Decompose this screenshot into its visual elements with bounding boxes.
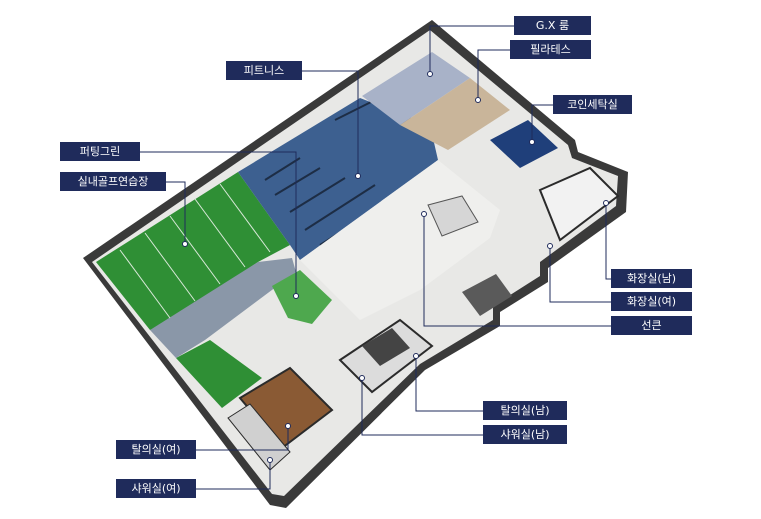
label-shower-men: 샤워실(남) bbox=[483, 425, 567, 444]
indoor-golf-area bbox=[96, 172, 290, 330]
leader-gx-room bbox=[429, 25, 514, 74]
leader-pilates bbox=[477, 49, 510, 100]
coin-laundry-area bbox=[490, 120, 558, 168]
restroom-area bbox=[538, 166, 620, 242]
leader-locker-women bbox=[196, 426, 289, 451]
leader-shower-men bbox=[361, 378, 483, 436]
label-putting-green: 퍼팅그린 bbox=[60, 142, 140, 161]
label-shower-women: 샤워실(여) bbox=[116, 479, 196, 498]
leader-locker-men bbox=[415, 356, 483, 412]
leader-restroom-men bbox=[605, 203, 611, 280]
golf-bays bbox=[119, 183, 271, 319]
womens-shower-area bbox=[227, 403, 291, 471]
building-floor-plan bbox=[83, 20, 628, 508]
label-restroom-men: 화장실(남) bbox=[611, 269, 692, 288]
putting-green-area bbox=[272, 270, 332, 324]
label-restroom-women: 화장실(여) bbox=[611, 292, 692, 311]
leader-putting-green bbox=[140, 151, 297, 296]
staircase bbox=[427, 195, 479, 237]
gx-room-area bbox=[362, 52, 470, 125]
leader-sunken bbox=[423, 214, 611, 327]
label-gx-room: G.X 룸 bbox=[514, 16, 591, 35]
label-fitness: 피트니스 bbox=[226, 61, 302, 80]
indoor-golf-area-lower bbox=[176, 340, 262, 408]
label-sunken: 선큰 bbox=[611, 316, 692, 335]
leader-indoor-golf bbox=[166, 181, 186, 244]
label-coin-laundry: 코인세탁실 bbox=[553, 95, 632, 114]
mens-shower-area bbox=[362, 328, 410, 366]
label-locker-men: 탈의실(남) bbox=[483, 401, 567, 420]
fitness-area bbox=[238, 98, 438, 260]
label-locker-women: 탈의실(여) bbox=[116, 440, 196, 459]
leader-restroom-women bbox=[549, 246, 611, 303]
leader-lines bbox=[140, 25, 611, 490]
leader-shower-women bbox=[196, 460, 271, 490]
label-indoor-golf: 실내골프연습장 bbox=[60, 172, 166, 191]
pilates-area bbox=[400, 78, 510, 150]
leader-coin-laundry bbox=[531, 104, 553, 142]
leader-fitness bbox=[302, 70, 359, 176]
golf-walkway bbox=[150, 258, 296, 358]
label-pilates: 필라테스 bbox=[510, 40, 591, 59]
leader-dots bbox=[182, 71, 609, 463]
sunken-area bbox=[462, 274, 512, 316]
